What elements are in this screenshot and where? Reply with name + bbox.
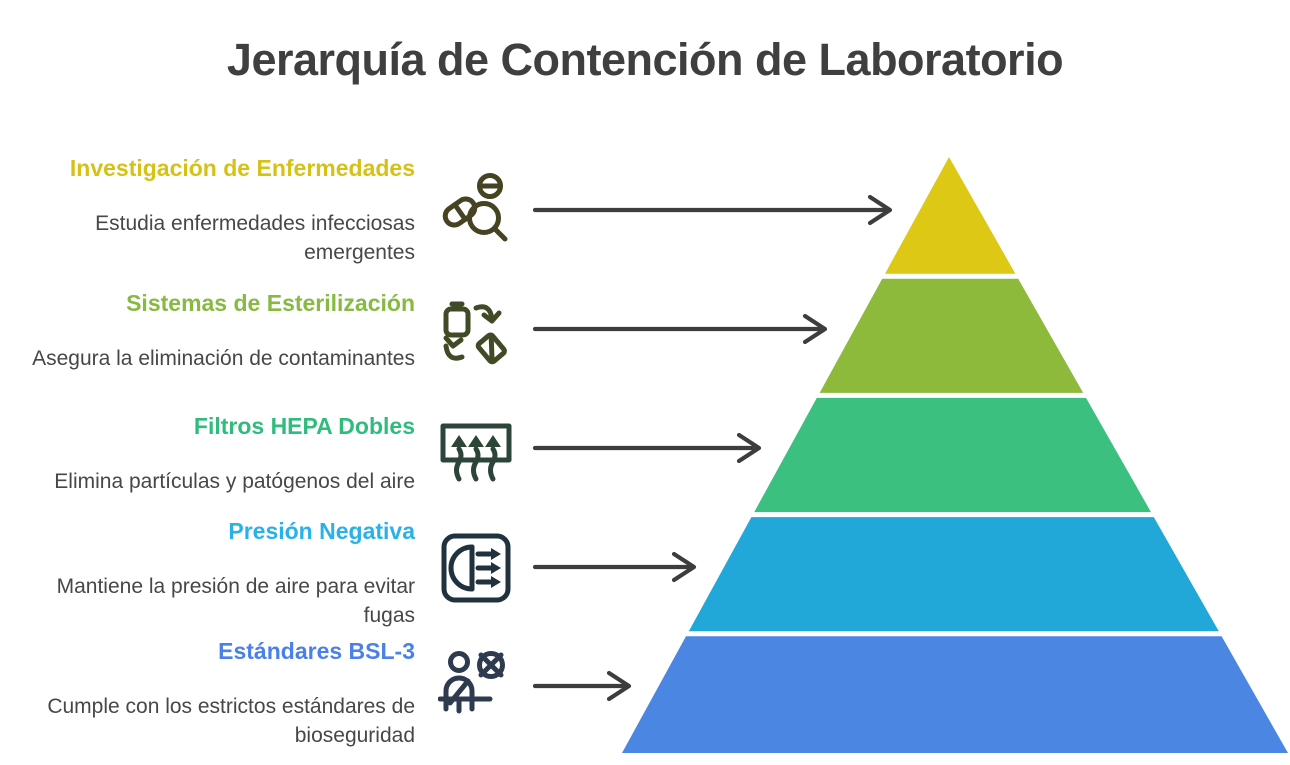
bsl3-restriction-icon [438, 647, 514, 723]
level-label: Filtros HEPA Dobles [193, 413, 415, 439]
hepa-filter-icon [438, 411, 514, 487]
negative-pressure-icon [438, 530, 514, 606]
level-label: Estándares BSL-3 [218, 638, 415, 664]
arrow-1 [532, 194, 893, 226]
level-description: Estudia enfermedades infecciosas emergen… [95, 211, 415, 265]
level-label: Sistemas de Esterilización [126, 290, 415, 316]
arrow-3 [532, 432, 762, 464]
sterilization-icon [438, 295, 514, 371]
pyramid-level-5 [622, 636, 1288, 753]
disease-research-icon [438, 172, 514, 248]
arrow-4 [532, 551, 697, 583]
page-title: Jerarquía de Contención de Laboratorio [226, 34, 1064, 86]
level-description: Elimina partículas y patógenos del aire [54, 469, 415, 493]
level-row-hepa-filters: Filtros HEPA Dobles Elimina partículas y… [0, 413, 415, 496]
level-description: Asegura la eliminación de contaminantes [32, 346, 415, 370]
level-label: Investigación de Enfermedades [69, 155, 415, 181]
level-row-disease-research: Investigación de Enfermedades Estudia en… [0, 155, 415, 268]
arrow-2 [532, 313, 828, 345]
pyramid-level-3 [754, 397, 1151, 513]
level-description: Mantiene la presión de aire para evitar … [56, 574, 415, 628]
pyramid-level-2 [819, 278, 1084, 393]
pyramid-level-4 [688, 517, 1219, 632]
level-label: Presión Negativa [228, 518, 415, 544]
pyramid-level-1 [885, 157, 1016, 274]
level-row-bsl3-standards: Estándares BSL-3 Cumple con los estricto… [0, 638, 415, 751]
level-row-negative-pressure: Presión Negativa Mantiene la presión de … [0, 518, 415, 631]
level-description: Cumple con los estrictos estándares de b… [47, 694, 415, 748]
arrow-5 [532, 670, 632, 702]
level-row-sterilization: Sistemas de Esterilización Asegura la el… [0, 290, 415, 373]
